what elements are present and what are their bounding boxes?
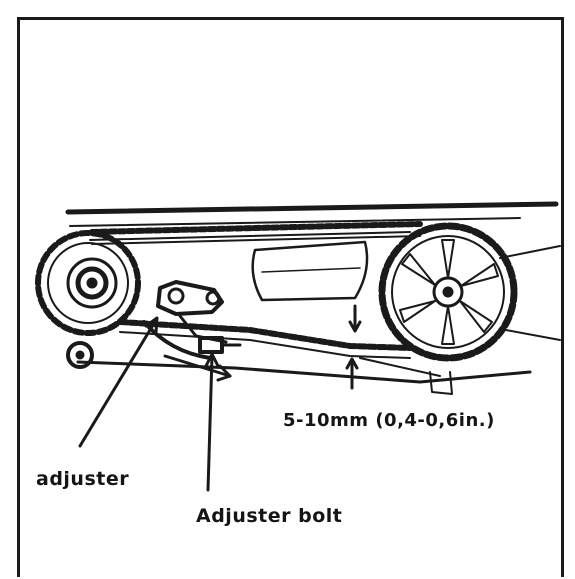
adjuster-bolt-leader-arrow bbox=[204, 352, 220, 492]
adjust-direction-arrow bbox=[163, 354, 232, 382]
swingarm bbox=[76, 357, 532, 384]
adjuster-leader-arrow bbox=[78, 316, 159, 448]
rear-sprocket bbox=[378, 222, 518, 362]
adjuster-label: adjuster bbox=[36, 468, 130, 490]
tensioner-roller bbox=[66, 341, 94, 369]
chain-case-window bbox=[251, 240, 369, 302]
slack-measurement-arrows bbox=[345, 304, 362, 390]
front-sprocket bbox=[35, 230, 141, 336]
chain-upper-run bbox=[89, 221, 423, 245]
adjuster-bolt-shape bbox=[198, 336, 242, 354]
adjuster-bracket bbox=[142, 280, 228, 360]
adjuster-bolt-label: Adjuster bolt bbox=[196, 505, 343, 527]
diagram-frame bbox=[17, 17, 564, 577]
chain-slack-spec-label: 5-10mm (0,4-0,6in.) bbox=[283, 410, 495, 431]
rear-hub-housing bbox=[429, 245, 561, 395]
chain-guard-top bbox=[65, 201, 559, 241]
chain-lower-run bbox=[117, 319, 413, 359]
